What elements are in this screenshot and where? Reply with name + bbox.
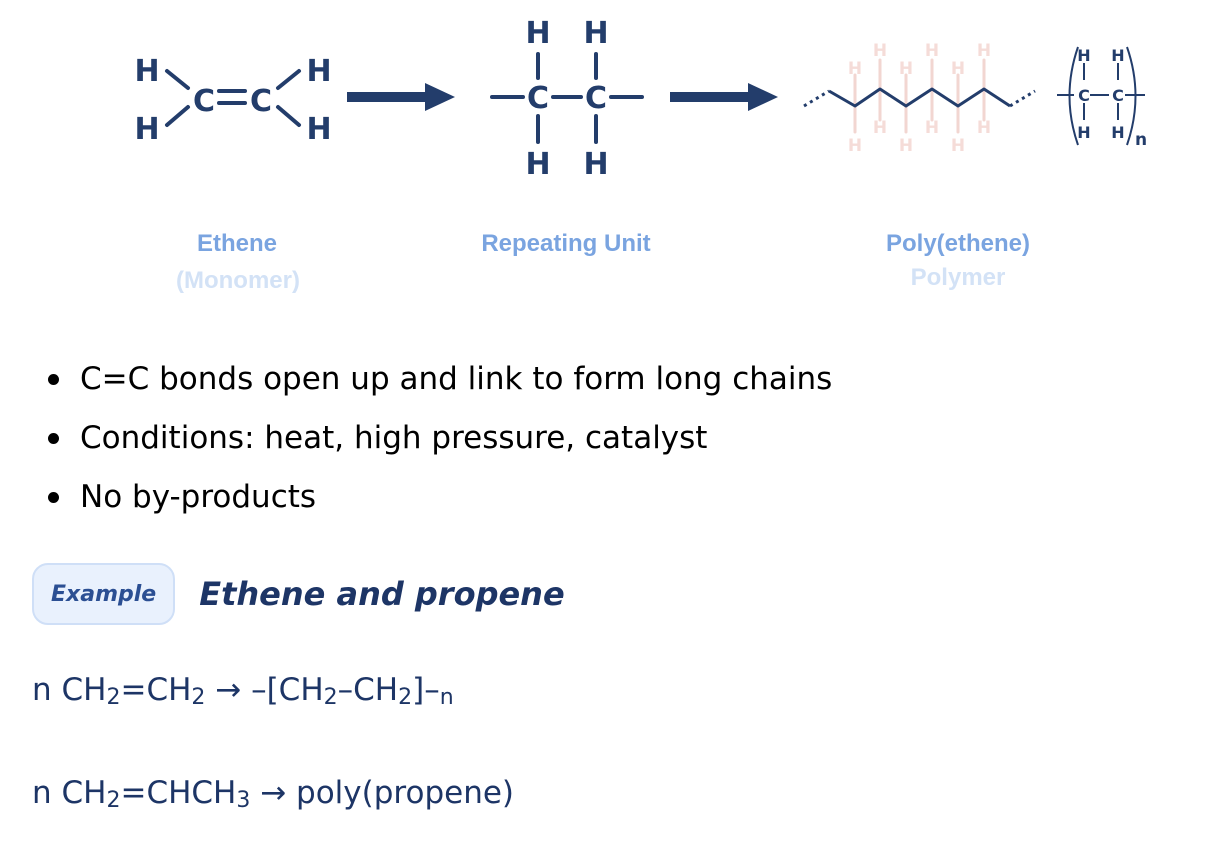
ethene-structure: H H C C H H xyxy=(134,54,331,147)
eq-text: n CH xyxy=(32,672,107,708)
ethene-h-bottom-right: H xyxy=(306,112,331,147)
eq-text: → –[CH xyxy=(205,672,324,708)
example-header: Example Ethene and propene xyxy=(32,563,565,625)
bullet-item: Conditions: heat, high pressure, catalys… xyxy=(46,415,832,474)
polymer-faded-h: H xyxy=(951,136,965,156)
bracket-c-left: C xyxy=(1078,86,1090,105)
unit-c-right: C xyxy=(585,81,607,116)
polymer-faded-h: H xyxy=(977,118,991,138)
eq-subscript: 3 xyxy=(236,788,251,813)
reaction-arrow-1 xyxy=(347,83,455,111)
unit-h-bottom-left: H xyxy=(525,147,550,182)
eq-text: → poly(propene) xyxy=(250,775,515,811)
polymer-faded-h: H xyxy=(848,59,862,79)
eq-subscript: 2 xyxy=(398,685,413,710)
polymer-faded-h: H xyxy=(925,118,939,138)
ethene-h-top-left: H xyxy=(134,54,159,89)
eq-subscript: n xyxy=(439,685,454,710)
bracket-subscript-n: n xyxy=(1135,130,1147,150)
example-badge: Example xyxy=(32,563,176,625)
bullet-item: C=C bonds open up and link to form long … xyxy=(46,356,832,415)
bracket-h-bottom-left: H xyxy=(1077,123,1090,142)
eq-text: –CH xyxy=(337,672,399,708)
polymerisation-diagram: H H C C H H H H C C H H xyxy=(134,16,1147,294)
ethene-bond-ch-tl xyxy=(165,69,190,90)
caption-repeating-unit: Repeating Unit xyxy=(481,230,650,257)
ethene-bond-ch-tr xyxy=(276,69,301,90)
caption-polymer-name: Poly(ethene) xyxy=(886,230,1030,257)
ethene-bond-ch-bl xyxy=(165,105,190,127)
unit-h-top-left: H xyxy=(525,16,550,51)
bracket-h-top-left: H xyxy=(1077,46,1090,65)
equation-ethene: n CH2=CH2 → –[CH2–CH2]–n xyxy=(32,672,454,710)
bracket-h-top-right: H xyxy=(1111,46,1124,65)
polymer-faded-h: H xyxy=(925,41,939,61)
reaction-arrow-2 xyxy=(670,83,778,111)
polymer-faded-h: H xyxy=(873,118,887,138)
polymer-chain: H H H H H H H H H H H H xyxy=(803,41,1036,156)
caption-monomer-type: (Monomer) xyxy=(176,267,300,294)
polymer-faded-h: H xyxy=(899,59,913,79)
unit-h-bottom-right: H xyxy=(583,147,608,182)
unit-c-left: C xyxy=(527,81,549,116)
ethene-c-left: C xyxy=(193,84,215,119)
polymer-faded-h: H xyxy=(873,41,887,61)
eq-text: =CH xyxy=(120,672,192,708)
polymer-faded-h: H xyxy=(951,59,965,79)
eq-text: ]– xyxy=(412,672,440,708)
ethene-h-top-right: H xyxy=(306,54,331,89)
eq-text: n CH xyxy=(32,775,107,811)
polymer-faded-h: H xyxy=(848,136,862,156)
bracket-c-right: C xyxy=(1112,86,1124,105)
eq-subscript: 2 xyxy=(106,685,121,710)
unit-h-top-right: H xyxy=(583,16,608,51)
bracketed-repeat-unit: H H C C H H n xyxy=(1057,46,1147,150)
example-title: Ethene and propene xyxy=(199,575,565,613)
eq-text: =CHCH xyxy=(120,775,237,811)
ethene-h-bottom-left: H xyxy=(134,112,159,147)
equation-propene: n CH2=CHCH3 → poly(propene) xyxy=(32,775,515,813)
eq-subscript: 2 xyxy=(191,685,206,710)
eq-subscript: 2 xyxy=(323,685,338,710)
bracket-h-bottom-right: H xyxy=(1111,123,1124,142)
eq-subscript: 2 xyxy=(106,788,121,813)
caption-monomer-name: Ethene xyxy=(197,230,277,257)
polymer-faded-h: H xyxy=(977,41,991,61)
repeating-unit-structure: H H C C H H xyxy=(490,16,644,182)
caption-polymer-type: Polymer xyxy=(911,264,1006,291)
bullet-item: No by-products xyxy=(46,474,832,533)
key-points-list: C=C bonds open up and link to form long … xyxy=(46,356,832,533)
ethene-bond-ch-br xyxy=(276,105,301,127)
ethene-c-right: C xyxy=(250,84,272,119)
polymer-faded-h: H xyxy=(899,136,913,156)
